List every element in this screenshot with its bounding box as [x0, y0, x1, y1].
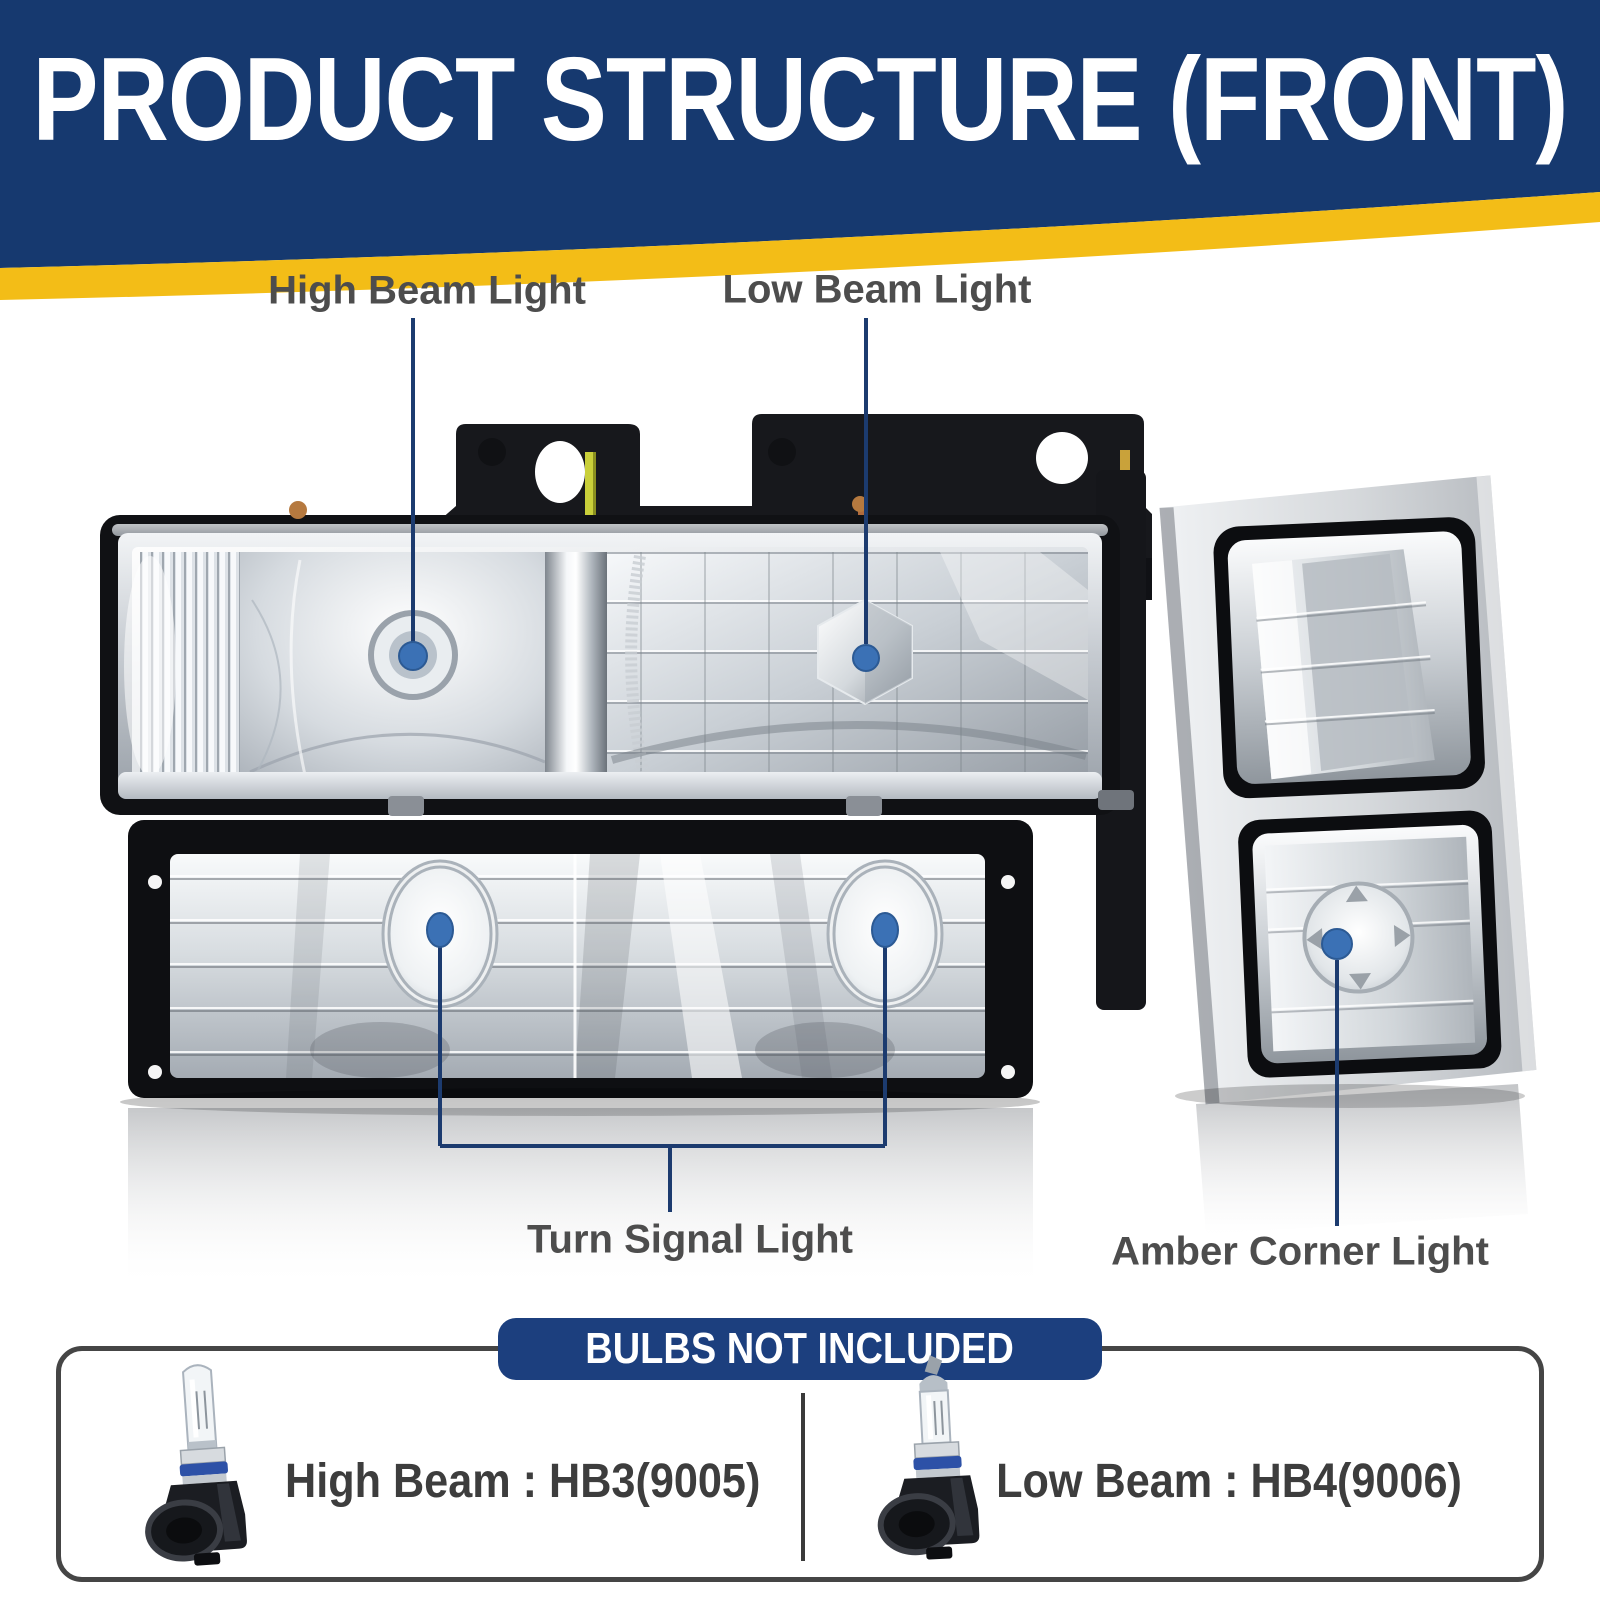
page-title: PRODUCT STRUCTURE (FRONT)	[32, 33, 1569, 166]
label-turn-signal: Turn Signal Light	[527, 1217, 853, 1262]
callout-dot-turn-signal-right	[871, 912, 899, 948]
callout-line-turn-signal	[438, 946, 887, 1212]
callout-dot-high-beam	[398, 641, 428, 671]
callout-dot-amber-corner	[1321, 928, 1353, 960]
callout-lines	[411, 318, 1339, 1226]
high-beam-reflector	[240, 552, 546, 780]
header-banner: PRODUCT STRUCTURE (FRONT)	[0, 0, 1600, 330]
banner-shape	[0, 0, 1600, 268]
callout-dot-low-beam	[852, 644, 880, 672]
low-beam-reflector	[607, 552, 1088, 780]
bulbs-not-included-box: BULBS NOT INCLUDED High Beam : HB3(9005)	[56, 1318, 1544, 1582]
high-beam-bulb-label: High Beam : HB3(9005)	[285, 1455, 761, 1508]
callout-dot-turn-signal-left	[426, 912, 454, 948]
label-high-beam: High Beam Light	[268, 268, 586, 313]
headlight-divider	[545, 552, 607, 780]
low-beam-bulb-icon	[877, 1355, 980, 1560]
turn-signal-lamp	[128, 820, 1033, 1098]
headlight-assembly	[100, 496, 1134, 816]
callout-dots	[398, 641, 1353, 960]
label-low-beam: Low Beam Light	[722, 267, 1032, 312]
banner-swoosh	[0, 192, 1600, 300]
headlight-flutes	[124, 552, 240, 780]
bulbs-box-title-text: BULBS NOT INCLUDED	[585, 1324, 1015, 1373]
reflections	[0, 1084, 1600, 1335]
corner-light	[1159, 475, 1537, 1105]
bulbs-divider	[801, 1393, 805, 1561]
bulbs-box-title: BULBS NOT INCLUDED	[498, 1318, 1102, 1380]
low-beam-bulb-label: Low Beam : HB4(9006)	[996, 1455, 1462, 1508]
label-amber-corner: Amber Corner Light	[1111, 1229, 1489, 1274]
high-beam-bulb-icon	[145, 1364, 247, 1566]
